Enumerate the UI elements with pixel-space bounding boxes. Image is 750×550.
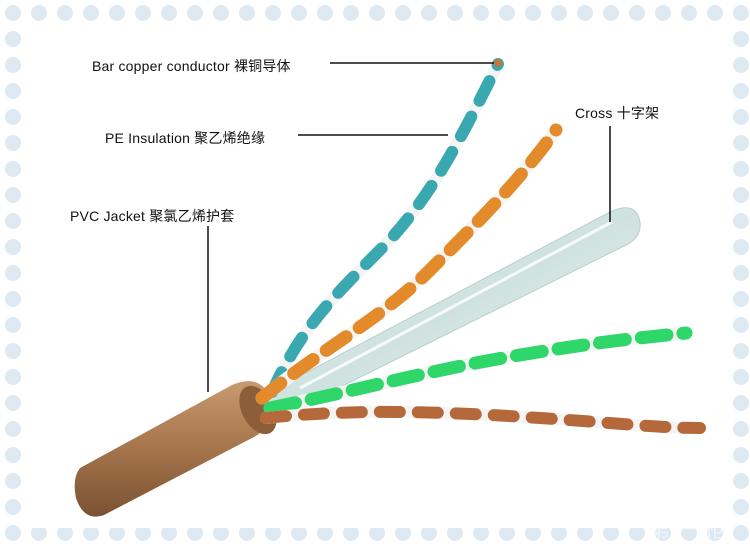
brown-white-pair xyxy=(260,405,706,434)
leader-lines xyxy=(207,62,611,392)
copper-conductor-tip xyxy=(494,59,502,67)
label-pe-insulation: PE Insulation 聚乙烯绝缘 xyxy=(105,130,266,146)
label-cross: Cross 十字架 xyxy=(575,105,660,121)
cross-filler-edge xyxy=(299,220,613,390)
label-bar-copper-conductor: Bar copper conductor 裸铜导体 xyxy=(92,58,291,74)
blue-white-pair xyxy=(266,58,504,398)
orange-white-pair xyxy=(255,123,563,405)
watermark-logo: 第一枪 xyxy=(647,518,732,543)
green-white-pair xyxy=(263,326,693,415)
label-pvc-jacket: PVC Jacket 聚氯乙烯护套 xyxy=(70,208,235,224)
pvc-jacket xyxy=(74,381,273,517)
